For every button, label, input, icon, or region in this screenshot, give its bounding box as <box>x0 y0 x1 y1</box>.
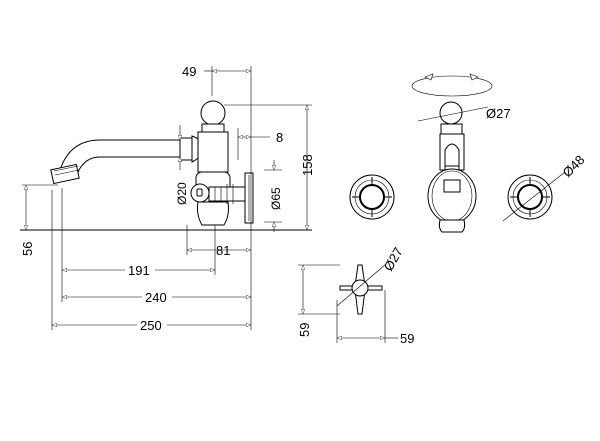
front-view: Ø27 Ø48 <box>349 73 588 233</box>
dim-191: 191 <box>128 263 150 278</box>
handle-right <box>507 174 553 220</box>
dim-250: 250 <box>140 318 162 333</box>
knob <box>200 100 226 126</box>
dim-diameter-20: Ø20 <box>175 182 189 205</box>
dim-240: 240 <box>145 290 167 305</box>
dim-detail-height-59: 59 <box>297 323 312 337</box>
dim-81: 81 <box>216 243 230 258</box>
spout <box>59 139 182 171</box>
handle-left <box>349 174 395 220</box>
dim-49: 49 <box>182 64 196 79</box>
dim-handle-diameter-48: Ø48 <box>560 152 588 180</box>
handle-detail: Ø27 59 59 <box>297 245 414 346</box>
rotation-arrow-icon <box>411 75 493 97</box>
dim-detail-width-59: 59 <box>400 331 414 346</box>
dim-detail-diameter-27: Ø27 <box>381 245 406 274</box>
valve-body <box>197 131 229 173</box>
side-view: 49 158 8 Ø65 Ø20 56 81 <box>20 64 315 333</box>
dim-knob-diameter-27: Ø27 <box>486 106 511 121</box>
spout-outlet <box>50 163 80 185</box>
dim-diameter-65: Ø65 <box>269 187 283 210</box>
dim-158: 158 <box>300 154 315 176</box>
valve-body <box>427 168 477 224</box>
dim-8: 8 <box>276 130 283 145</box>
dim-56: 56 <box>20 242 35 256</box>
